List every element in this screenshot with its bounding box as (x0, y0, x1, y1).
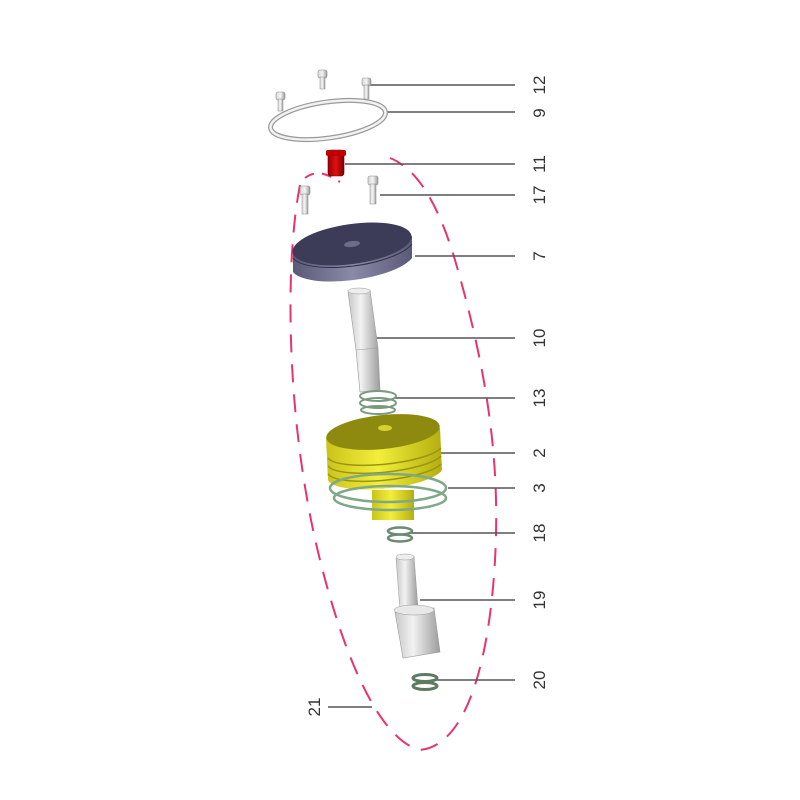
part-label-2: 2 (530, 448, 549, 458)
part-label-20: 20 (530, 670, 549, 690)
spring-icon (411, 673, 439, 691)
shaft-icon (347, 287, 381, 393)
leader-lines (328, 84, 515, 708)
part-label-10: 10 (530, 328, 549, 348)
cap-screw-icon (299, 175, 379, 215)
assembly-outline-21 (289, 157, 498, 752)
part-label-19: 19 (530, 590, 549, 610)
part-label-3: 3 (530, 483, 549, 493)
cover-disc-icon (292, 222, 413, 282)
part-label-7: 7 (530, 251, 549, 261)
spring-icon (359, 390, 397, 415)
spring-icon (386, 526, 414, 543)
retaining-ring-icon (268, 97, 388, 143)
part-label-13: 13 (530, 388, 549, 408)
plunger-icon (393, 553, 441, 659)
piston-body-icon (326, 414, 442, 520)
part-label-9: 9 (530, 108, 549, 118)
red-plug-icon (326, 149, 346, 177)
part-label-21: 21 (305, 697, 324, 717)
part-label-17: 17 (530, 185, 549, 205)
part-label-18: 18 (530, 523, 549, 543)
large-spring-icon (328, 472, 448, 512)
cap-screw-icon (275, 69, 372, 112)
